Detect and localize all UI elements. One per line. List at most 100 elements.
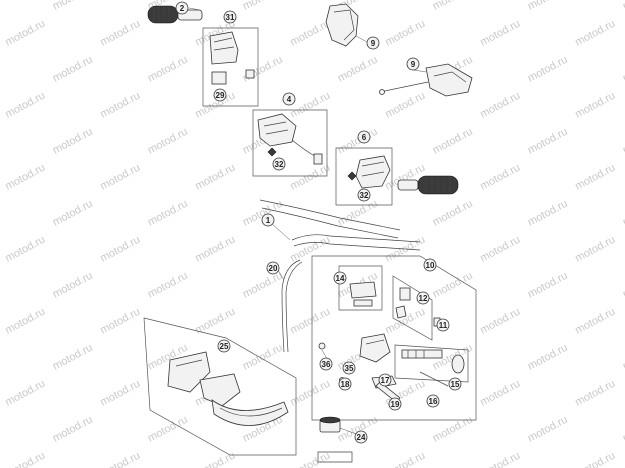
watermark-text: motod.ru xyxy=(383,90,427,121)
callout-14: 14 xyxy=(333,271,347,285)
watermark-text: motod.ru xyxy=(526,342,570,373)
watermark-text: motod.ru xyxy=(573,162,617,193)
watermark-text: motod.ru xyxy=(288,90,332,121)
watermark-text: motod.ru xyxy=(431,126,475,157)
svg-text:36: 36 xyxy=(322,360,331,369)
callout-29: 29 xyxy=(213,88,227,102)
watermark-text: motod.ru xyxy=(98,90,142,121)
switch-assembly-14 xyxy=(349,281,377,307)
leader-9a xyxy=(355,35,368,43)
watermark-text: motod.ru xyxy=(51,342,95,373)
watermark-text: motod.ru xyxy=(241,270,285,301)
leader-24 xyxy=(339,427,357,435)
watermark-text: motod.ru xyxy=(193,162,237,193)
watermark-text: motod.ru xyxy=(288,18,332,49)
watermark-text: motod.ru xyxy=(288,450,332,468)
callout-2: 2 xyxy=(175,1,189,15)
cable-20 xyxy=(281,259,303,353)
watermark-text: motod.ru xyxy=(478,18,522,49)
switch-cover-31 xyxy=(209,31,255,85)
group-box-4 xyxy=(252,109,328,177)
svg-text:18: 18 xyxy=(341,380,350,389)
watermark-text: motod.ru xyxy=(193,306,237,337)
watermark-text: motod.ru xyxy=(573,378,617,409)
watermark-text: motod.ru xyxy=(146,198,190,229)
mirror-top-9 xyxy=(325,3,359,47)
svg-text:6: 6 xyxy=(362,133,367,142)
watermark-text: motod.ru xyxy=(288,234,332,265)
watermark-text: motod.ru xyxy=(431,198,475,229)
svg-text:32: 32 xyxy=(275,160,284,169)
callout-15: 15 xyxy=(448,377,462,391)
left-grip xyxy=(147,5,203,24)
group-box-31 xyxy=(202,27,259,107)
callout-32-b: 32 xyxy=(357,188,371,202)
svg-text:1: 1 xyxy=(266,216,271,225)
svg-text:31: 31 xyxy=(226,13,235,22)
watermark-text: motod.ru xyxy=(336,126,380,157)
watermark-text: motod.ru xyxy=(478,450,522,468)
callout-6: 6 xyxy=(357,130,371,144)
watermark-text: motod.ru xyxy=(573,450,617,468)
watermark-text: motod.ru xyxy=(478,234,522,265)
watermark-text: motod.ru xyxy=(98,378,142,409)
watermark-text: motod.ru xyxy=(98,18,142,49)
watermark-text: motod.ru xyxy=(193,234,237,265)
group-box-14 xyxy=(338,265,383,311)
group-box-6 xyxy=(335,147,393,206)
callout-17: 17 xyxy=(378,373,392,387)
switch-housing-6 xyxy=(347,155,391,189)
group-box-15 xyxy=(394,344,469,383)
watermark-text: motod.ru xyxy=(621,126,625,157)
watermark-text: motod.ru xyxy=(383,450,427,468)
callout-24: 24 xyxy=(354,430,368,444)
watermark-text: motod.ru xyxy=(526,0,570,13)
watermark-text: motod.ru xyxy=(146,270,190,301)
watermark-text: motod.ru xyxy=(3,18,47,49)
svg-text:35: 35 xyxy=(345,364,354,373)
watermark-text: motod.ru xyxy=(51,198,95,229)
callout-16: 16 xyxy=(426,394,440,408)
callout-9-right: 9 xyxy=(406,57,420,71)
callout-10: 10 xyxy=(423,258,437,272)
watermark-text: motod.ru xyxy=(288,378,332,409)
right-grip xyxy=(397,175,459,195)
watermark-text: motod.ru xyxy=(98,306,142,337)
watermark-text: motod.ru xyxy=(526,54,570,85)
reservoir-24 xyxy=(317,416,353,463)
watermark-text: motod.ru xyxy=(383,18,427,49)
watermark-text: motod.ru xyxy=(621,198,625,229)
group-box-25 xyxy=(143,317,297,456)
svg-text:20: 20 xyxy=(269,264,278,273)
watermark-text: motod.ru xyxy=(336,198,380,229)
watermark-text: motod.ru xyxy=(288,306,332,337)
svg-text:12: 12 xyxy=(419,294,428,303)
watermark-text: motod.ru xyxy=(621,342,625,373)
watermark-text: motod.ru xyxy=(573,234,617,265)
watermark-text: motod.ru xyxy=(478,162,522,193)
watermark-text: motod.ru xyxy=(98,162,142,193)
watermark-text: motod.ru xyxy=(478,306,522,337)
watermark-text: motod.ru xyxy=(336,54,380,85)
watermark-text: motod.ru xyxy=(573,306,617,337)
watermark-text: motod.ru xyxy=(431,0,475,13)
watermark-text: motod.ru xyxy=(3,306,47,337)
callout-35: 35 xyxy=(342,361,356,375)
callout-20: 20 xyxy=(266,261,280,275)
callout-1: 1 xyxy=(261,213,275,227)
watermark-text: motod.ru xyxy=(3,378,47,409)
watermark-text: motod.ru xyxy=(51,414,95,445)
svg-text:2: 2 xyxy=(180,4,185,13)
piston-kit-15 xyxy=(401,349,465,387)
watermark-text: motod.ru xyxy=(51,270,95,301)
watermark-text: motod.ru xyxy=(51,54,95,85)
leader-2 xyxy=(188,7,201,11)
watermark-text: motod.ru xyxy=(3,90,47,121)
mirror-right-9 xyxy=(379,63,473,97)
watermark-text: motod.ru xyxy=(526,270,570,301)
group-box-10 xyxy=(311,255,477,421)
svg-text:4: 4 xyxy=(287,95,292,104)
callout-12: 12 xyxy=(416,291,430,305)
